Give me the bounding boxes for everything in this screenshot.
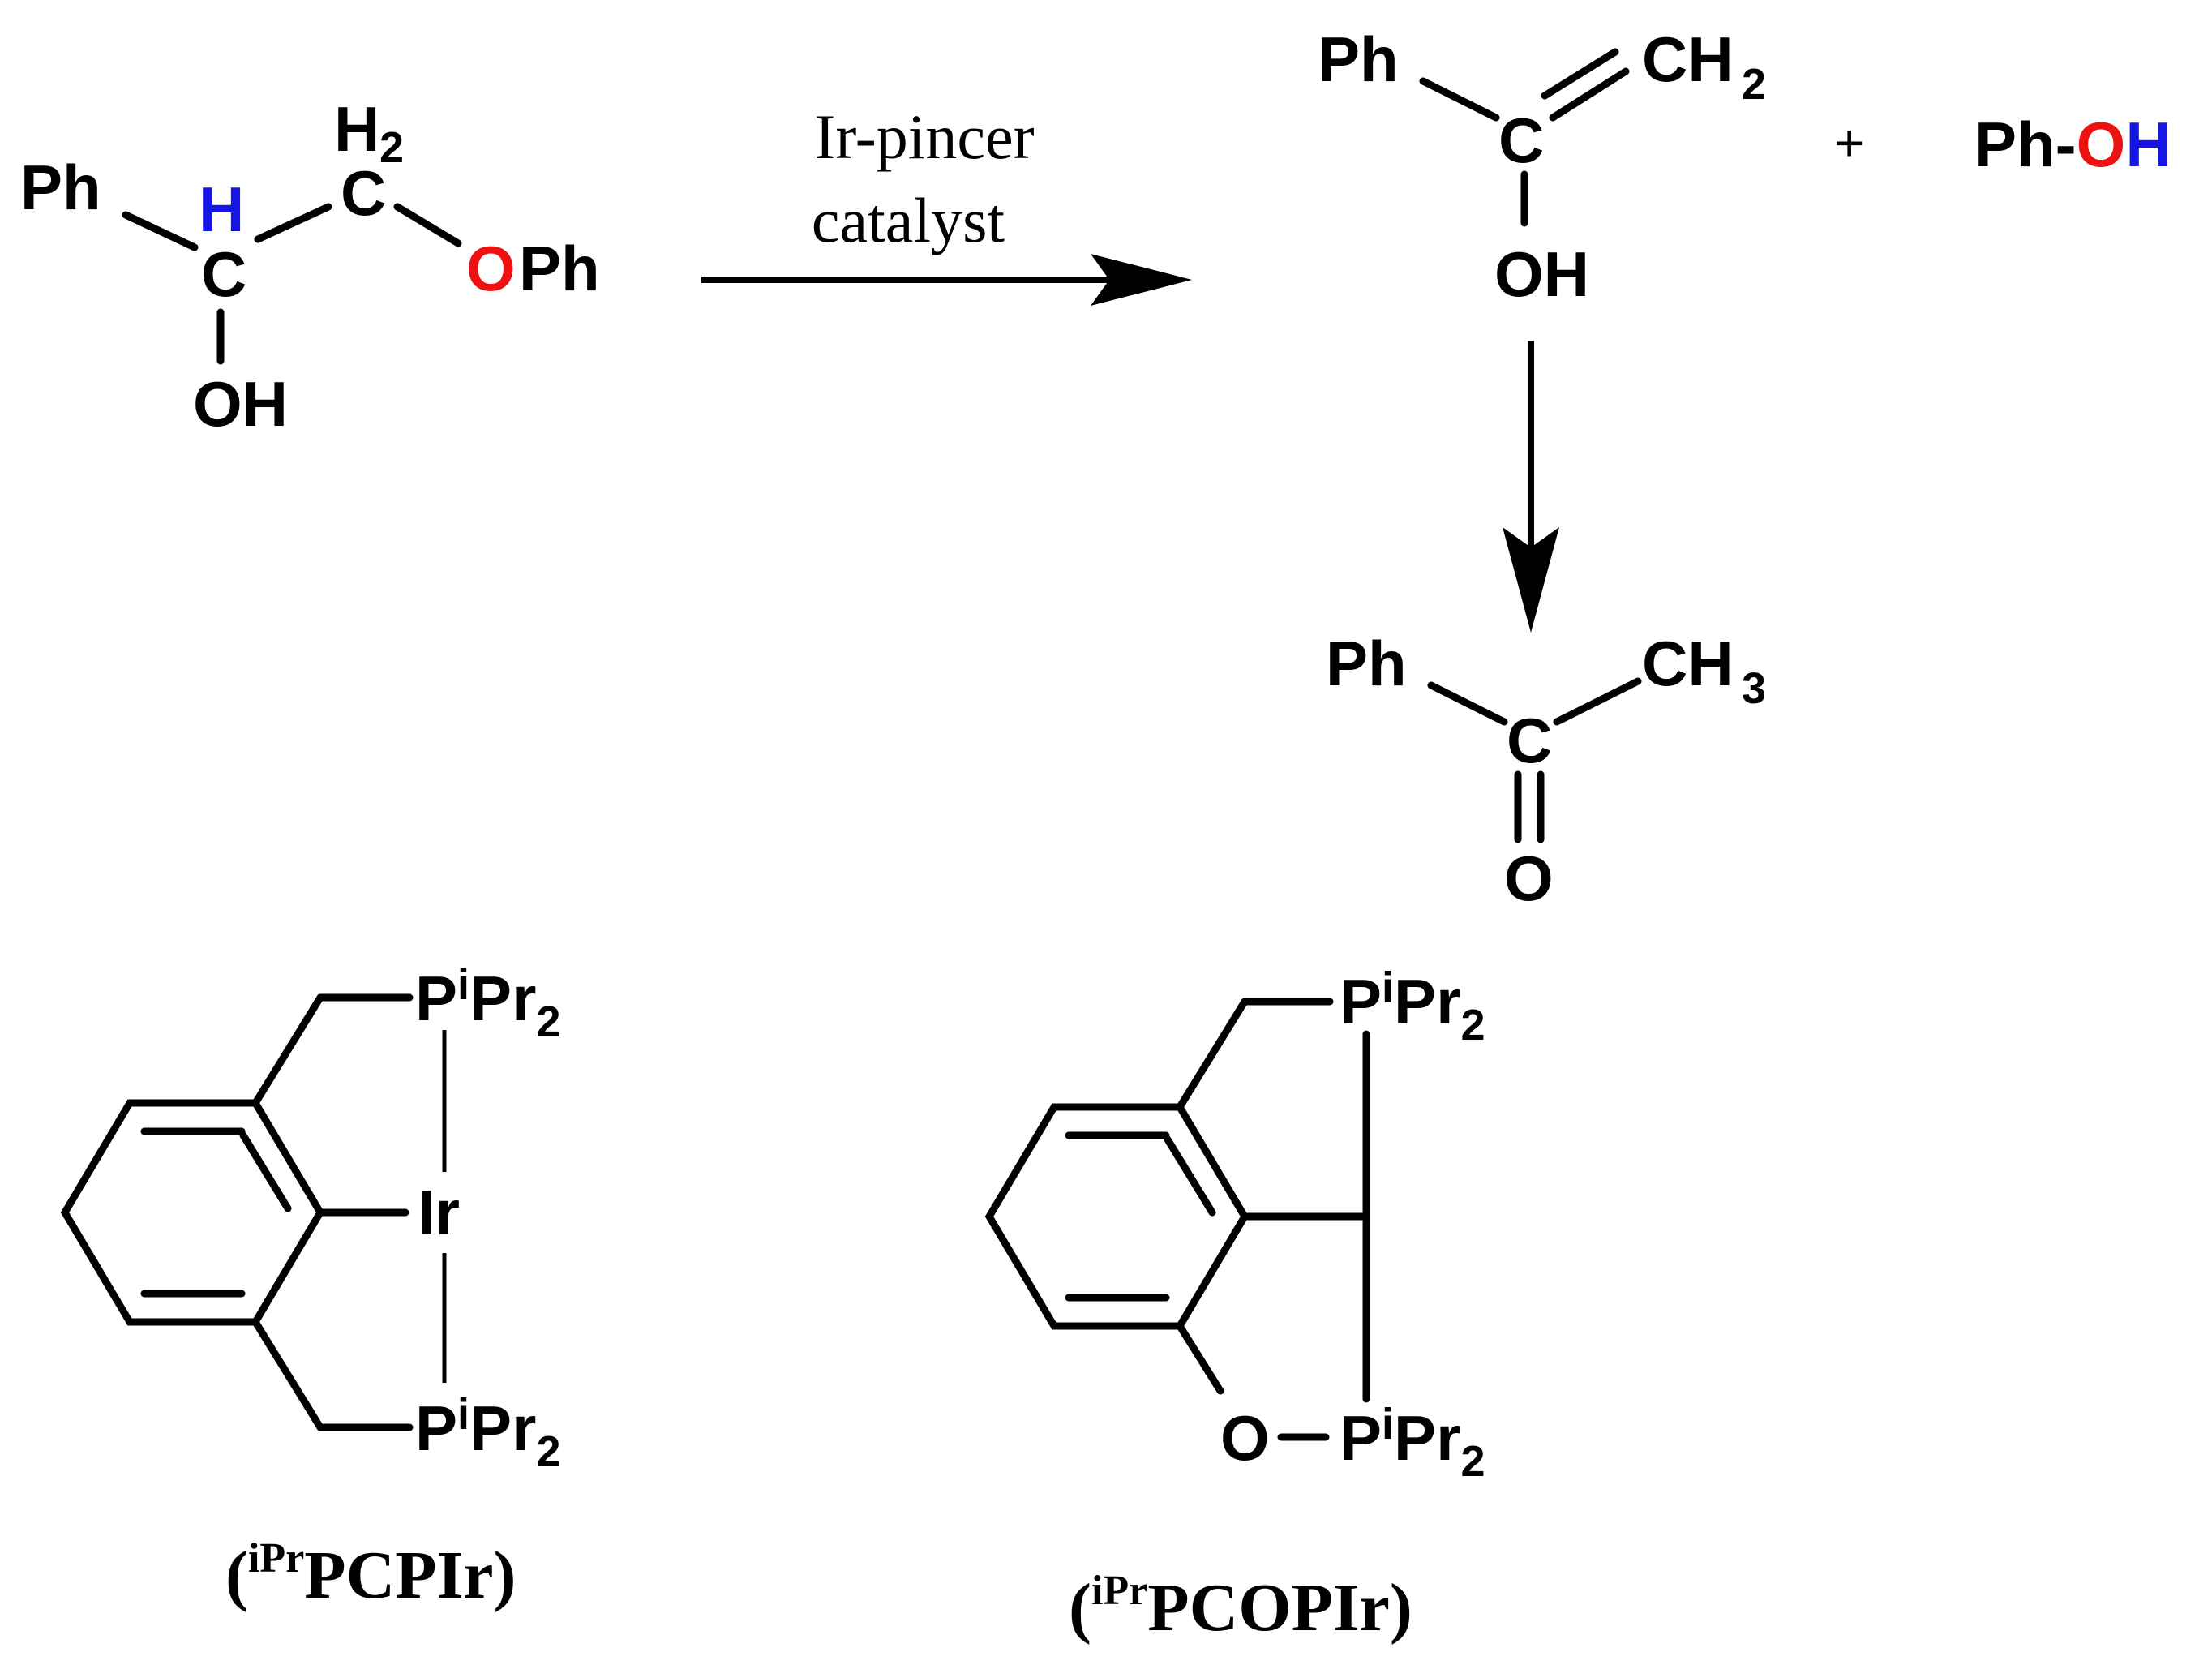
svg-text:Ph-OH: Ph-OH <box>1974 109 2171 180</box>
pcop-p-top: P <box>1340 966 1382 1037</box>
pcop-p-bot-sub: 2 <box>1460 1437 1485 1486</box>
pcp-arm-top-1 <box>251 993 324 1107</box>
arrow-label-line2: catalyst <box>812 185 1005 255</box>
enol-c: C <box>1498 105 1544 176</box>
pcop-arm-top-1 <box>1176 998 1249 1111</box>
phenol-molecule: Ph-OH <box>1974 109 2171 180</box>
reactant-o-ether: O <box>466 233 516 304</box>
bond-ph-c1 <box>122 211 199 251</box>
reaction-arrow: Ir-pincer catalyst <box>701 101 1192 306</box>
tautomerization-arrow <box>1503 341 1559 633</box>
tautomer-arrow-head <box>1503 527 1559 633</box>
reactant-c1: C <box>201 238 246 310</box>
svg-text:PiPr2: PiPr2 <box>1340 1400 1485 1486</box>
pcp-p-bot-sub: 2 <box>536 1427 560 1476</box>
bond-enol-double-2 <box>1541 48 1619 100</box>
pcop-c-o-bond <box>1176 1322 1224 1395</box>
svg-text:PiPr2: PiPr2 <box>415 1390 560 1476</box>
pcp-p-top-sup: i <box>457 960 469 1009</box>
bond-c2-o <box>393 203 462 247</box>
phenol-h: H <box>2125 109 2171 180</box>
enol-oh: OH <box>1494 238 1589 310</box>
bond-c1-c2 <box>254 203 332 243</box>
pcop-p-top-sub: 2 <box>1460 1001 1485 1049</box>
enol-ch2-main: CH <box>1642 24 1734 95</box>
pcop-p-top-rest: Pr <box>1394 966 1460 1037</box>
pcp-benzene-ring <box>60 1099 325 1326</box>
reactant-h-marked: H <box>199 174 244 245</box>
phenol-ph: Ph- <box>1974 109 2077 180</box>
reactant-c2: C <box>341 157 386 229</box>
pcop-o: O <box>1220 1402 1270 1474</box>
bond-enol-double-1 <box>1549 67 1630 122</box>
reactant-h2-h: H <box>334 93 379 165</box>
reactant-ph-right: Ph <box>519 233 600 304</box>
pcop-p-top-sup: i <box>1382 963 1394 1012</box>
pcop-p-bot-rest: Pr <box>1394 1402 1460 1474</box>
pcp-ring-inner-2 <box>239 1131 292 1212</box>
bond-enol-ph-c <box>1419 77 1500 122</box>
pcp-p-top: P <box>415 963 457 1034</box>
pcop-ring-inner-2 <box>1164 1135 1216 1217</box>
svg-text:PiPr2: PiPr2 <box>1340 963 1485 1049</box>
catalyst-pcp: PiPr2 Ir PiPr2 (iPrPCPIr) <box>60 960 560 1613</box>
ketone-o: O <box>1504 843 1554 914</box>
reactant-ph-left: Ph <box>20 152 101 223</box>
bond-ketone-ph-c <box>1427 681 1508 726</box>
pcp-ir: Ir <box>418 1177 460 1248</box>
pcp-arm-bot-1 <box>251 1318 324 1431</box>
pcp-p-bot-sup: i <box>457 1390 469 1439</box>
pcop-benzene-ring <box>984 1103 1250 1330</box>
plus-sign: + <box>1834 114 1864 172</box>
reactant-oh: OH <box>193 368 288 440</box>
ketone-ph: Ph <box>1326 628 1407 699</box>
ketone-ch3-main: CH <box>1642 628 1734 699</box>
pcop-p-bot-sup: i <box>1382 1400 1394 1448</box>
catalyst-pcop: PiPr2 O PiPr2 (iPrPCOPIr) <box>984 963 1485 1646</box>
pcp-p-bot-rest: Pr <box>469 1393 536 1464</box>
pcp-caption: (iPrPCPIr) <box>225 1535 517 1613</box>
pcp-p-bot: P <box>415 1393 457 1464</box>
ketone-ch3-sub: 3 <box>1742 664 1766 713</box>
svg-text:PiPr2: PiPr2 <box>415 960 560 1046</box>
arrow-label-line1: Ir-pincer <box>814 101 1034 172</box>
pcp-p-top-rest: Pr <box>469 963 536 1034</box>
pcop-caption: (iPrPCOPIr) <box>1069 1568 1413 1646</box>
arrow-head <box>1091 254 1192 306</box>
reactant-molecule: Ph H C H 2 C O Ph OH <box>20 93 600 440</box>
pcop-p-bot: P <box>1340 1402 1382 1474</box>
enol-ph: Ph <box>1318 24 1399 95</box>
enol-molecule: Ph C CH 2 OH <box>1318 24 1766 310</box>
pcp-p-top-sub: 2 <box>536 998 560 1046</box>
phenol-o: O <box>2077 109 2126 180</box>
bond-ketone-c-ch3 <box>1553 677 1642 726</box>
reactant-h2-sub: 2 <box>379 123 404 172</box>
enol-ch2-sub: 2 <box>1742 60 1766 109</box>
ketone-c: C <box>1507 705 1552 776</box>
ketone-molecule: Ph C CH 3 O <box>1326 628 1766 914</box>
